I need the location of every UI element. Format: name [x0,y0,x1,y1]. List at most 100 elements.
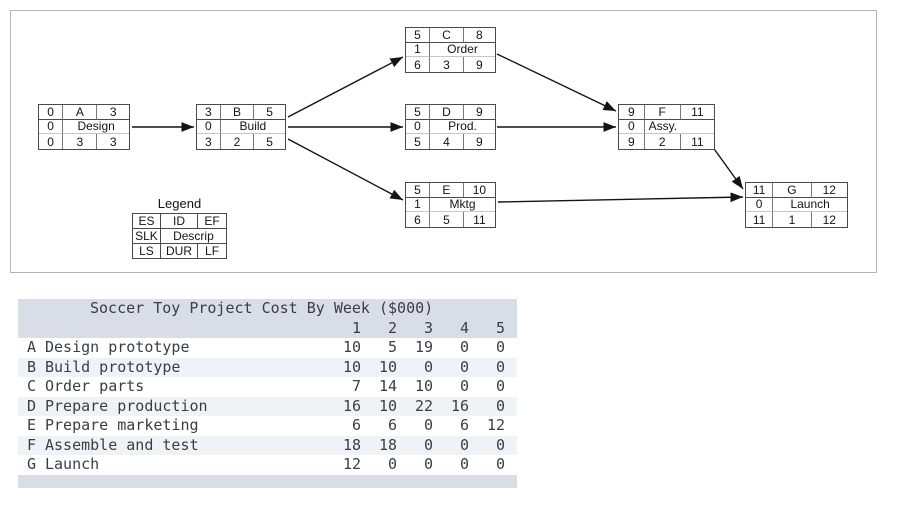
week-header: 2 [387,318,397,337]
cost-value: 0 [495,338,505,356]
cost-value: 10 [378,357,397,376]
cost-value: 0 [495,435,505,454]
node-ef: 8 [463,28,495,43]
node-ef: 12 [811,183,847,198]
node-ef: 5 [254,105,285,120]
node-label: Build [220,120,285,135]
cost-table-title: Soccer Toy Project Cost By Week ($000) [90,299,434,317]
cost-value: 12 [342,455,361,473]
node-es: 3 [197,105,221,120]
node-id: D [430,105,464,120]
activity-name: Prepare production [45,396,208,415]
node-ls: 9 [619,134,645,149]
node-es: 9 [619,105,645,120]
node-label: Design [63,120,129,135]
node-es: 5 [406,28,431,43]
node-slk: 0 [406,119,431,135]
cost-value: 6 [351,416,361,434]
activity-node-G: 11 G 12 0 Launch 11 1 12 [745,182,848,228]
node-ls: 0 [39,134,64,149]
activity-node-A: 0 A 3 0 Design 0 3 3 [38,104,130,150]
header-spacer [45,319,325,339]
activity-node-E: 5 E 10 1 Mktg 6 5 11 [405,182,496,228]
cost-table: Soccer Toy Project Cost By Week ($000) 1… [18,299,517,488]
node-dur: 2 [645,134,681,149]
node-label: Launch [773,198,847,213]
activity-id: B [27,357,37,376]
node-es: 5 [406,183,431,198]
activity-node-C: 5 C 8 1 Order 6 3 9 [405,27,496,73]
cost-value: 12 [486,416,505,434]
legend-title: Legend [157,196,202,211]
node-id: C [430,28,464,43]
node-label: Order [430,43,495,58]
node-dur: 3 [430,57,464,72]
activity-name: Assemble and test [45,435,199,454]
node-id: A [63,105,98,120]
table-row: B Build prototype 10 10 0 0 0 [18,357,517,377]
activity-name: Build prototype [45,357,181,376]
node-slk: 0 [197,119,221,135]
cost-value: 14 [378,377,397,395]
legend-dur: DUR [161,244,199,258]
week-header: 5 [495,318,505,337]
table-row: G Launch 12 0 0 0 0 [18,455,517,475]
week-header: 1 [351,318,361,337]
node-dur: 2 [221,134,255,149]
node-es: 0 [39,105,64,120]
node-ls: 3 [197,134,221,149]
cost-value: 0 [495,357,505,376]
node-lf: 11 [691,134,704,149]
activity-node-B: 3 B 5 0 Build 3 2 5 [196,104,286,150]
legend-es: ES [133,214,161,229]
activity-node-D: 5 D 9 0 Prod. 5 4 9 [405,104,496,150]
node-id: F [644,105,681,120]
activity-node-F: 9 F 11 0 Assy. 9 2 11 [618,104,715,150]
node-lf: 11 [473,212,486,227]
node-ef: 9 [463,105,495,120]
header-spacer [27,319,45,339]
node-es: 5 [406,105,431,120]
cost-value: 6 [459,416,469,434]
cost-value: 0 [495,455,505,473]
cost-value: 10 [342,338,361,356]
legend-slk: SLK [133,229,161,244]
cost-value: 6 [387,416,397,434]
activity-id: E [27,416,37,434]
cost-value: 0 [495,377,505,395]
cost-value: 0 [459,455,469,473]
node-dur: 4 [430,134,464,149]
legend-id: ID [160,214,199,229]
node-dur: 1 [773,212,812,227]
cost-value: 0 [423,455,433,473]
node-label: Prod. [430,120,495,135]
activity-id: A [27,338,37,356]
table-row: C Order parts 7 14 10 0 0 [18,377,517,397]
table-row: E Prepare marketing 6 6 0 6 12 [18,416,517,436]
activity-id: F [27,435,37,454]
node-slk: 1 [406,42,431,58]
week-header-row: 1 2 3 4 5 [18,319,517,339]
cost-table-footer-band [18,474,517,488]
cost-value: 7 [351,377,361,395]
activity-name: Prepare marketing [45,416,199,434]
node-dur: 3 [63,134,98,149]
legend-ef: EF [198,214,226,229]
table-row: F Assemble and test 18 18 0 0 0 [18,435,517,455]
node-lf: 3 [109,134,117,149]
legend-descrip: Descrip [160,229,226,244]
node-es: 11 [746,183,774,198]
activity-id: C [27,377,37,395]
cost-value: 0 [423,416,433,434]
cost-value: 18 [342,435,361,454]
cost-value: 16 [342,396,361,415]
node-ef: 3 [97,105,129,120]
cost-value: 0 [423,435,433,454]
cost-value: 19 [414,338,433,356]
node-lf: 9 [476,57,483,72]
node-label: Mktg [430,198,495,213]
node-ls: 11 [746,212,774,227]
legend-table: ES ID EF SLK Descrip LS DUR LF [132,213,227,259]
cost-value: 5 [387,338,397,356]
node-id: B [220,105,255,120]
